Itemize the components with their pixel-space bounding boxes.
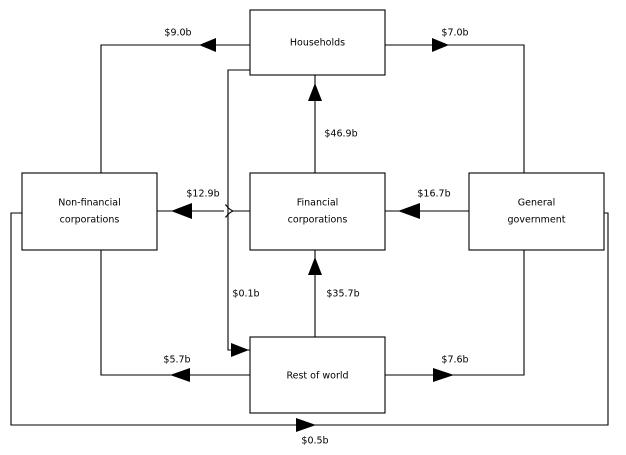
flow-path-restofworld-to-government <box>385 250 525 382</box>
node-label-households: Households <box>290 38 345 49</box>
flow-path-households-to-nonfinancial <box>100 38 250 173</box>
node-box-nonfinancial-corporations[interactable] <box>21 172 158 251</box>
flow-path-restofworld-to-nonfinancial <box>100 250 250 382</box>
flow-path-financial-to-households <box>308 75 322 173</box>
flow-label-12-9b: $12.9b <box>186 189 219 200</box>
node-box-general-government[interactable] <box>468 172 605 251</box>
flow-line-12-9b-hop-lower <box>224 210 234 218</box>
flow-path-nonfinancial-to-government <box>10 212 609 432</box>
node-nonfinancial-corporations[interactable]: Non-financial corporations <box>21 172 158 251</box>
flow-path-households-to-government <box>385 38 525 173</box>
flow-label-5-7b: $5.7b <box>163 355 190 366</box>
arrowhead-16-7b <box>398 203 420 219</box>
node-households[interactable]: Households <box>249 9 386 76</box>
arrowhead-7-0b <box>432 38 449 52</box>
flow-path-financial-to-nonfinancial <box>157 203 250 219</box>
flow-label-35-7b: $35.7b <box>326 289 359 300</box>
arrowhead-46-9b <box>308 83 322 101</box>
node-label-government-line1: General <box>518 198 555 209</box>
node-financial-corporations[interactable]: Financial corporations <box>249 172 386 251</box>
flow-line-5-7b <box>100 250 250 376</box>
flow-label-0-5b: $0.5b <box>301 436 328 447</box>
flow-path-government-to-financial <box>385 203 469 219</box>
arrowhead-0-1b <box>231 343 249 357</box>
arrowhead-12-9b <box>171 203 192 219</box>
node-label-nonfinancial-line2: corporations <box>60 215 120 226</box>
node-box-rest-of-world[interactable] <box>249 336 386 414</box>
flow-path-restofworld-to-financial <box>308 250 322 337</box>
node-box-financial-corporations[interactable] <box>249 172 386 251</box>
flow-line-7-0b <box>385 44 525 173</box>
flow-line-7-6b <box>385 250 525 376</box>
arrowhead-35-7b <box>308 257 322 275</box>
node-box-households[interactable] <box>249 9 386 76</box>
flow-path-nonfinancial-to-restofworld <box>227 69 250 357</box>
arrowhead-5-7b <box>170 368 190 382</box>
arrowhead-9-0b <box>199 38 216 52</box>
arrowhead-0-5b <box>296 418 316 432</box>
arrowhead-7-6b <box>433 368 454 382</box>
node-label-financial-line1: Financial <box>297 198 339 209</box>
node-label-financial-line2: corporations <box>288 215 348 226</box>
node-general-government[interactable]: General government <box>468 172 605 251</box>
node-label-nonfinancial-line1: Non-financial <box>58 198 121 209</box>
node-rest-of-world[interactable]: Rest of world <box>249 336 386 414</box>
flow-label-9-0b: $9.0b <box>164 28 191 39</box>
flow-line-12-9b-hop-upper <box>224 204 234 212</box>
flow-label-46-9b: $46.9b <box>324 129 357 140</box>
node-label-government-line2: government <box>508 215 566 226</box>
flow-label-7-6b: $7.6b <box>441 355 468 366</box>
flow-label-16-7b: $16.7b <box>417 189 450 200</box>
flow-label-0-1b: $0.1b <box>232 289 259 300</box>
node-label-rest-of-world: Rest of world <box>286 371 348 382</box>
flow-label-7-0b: $7.0b <box>441 28 468 39</box>
